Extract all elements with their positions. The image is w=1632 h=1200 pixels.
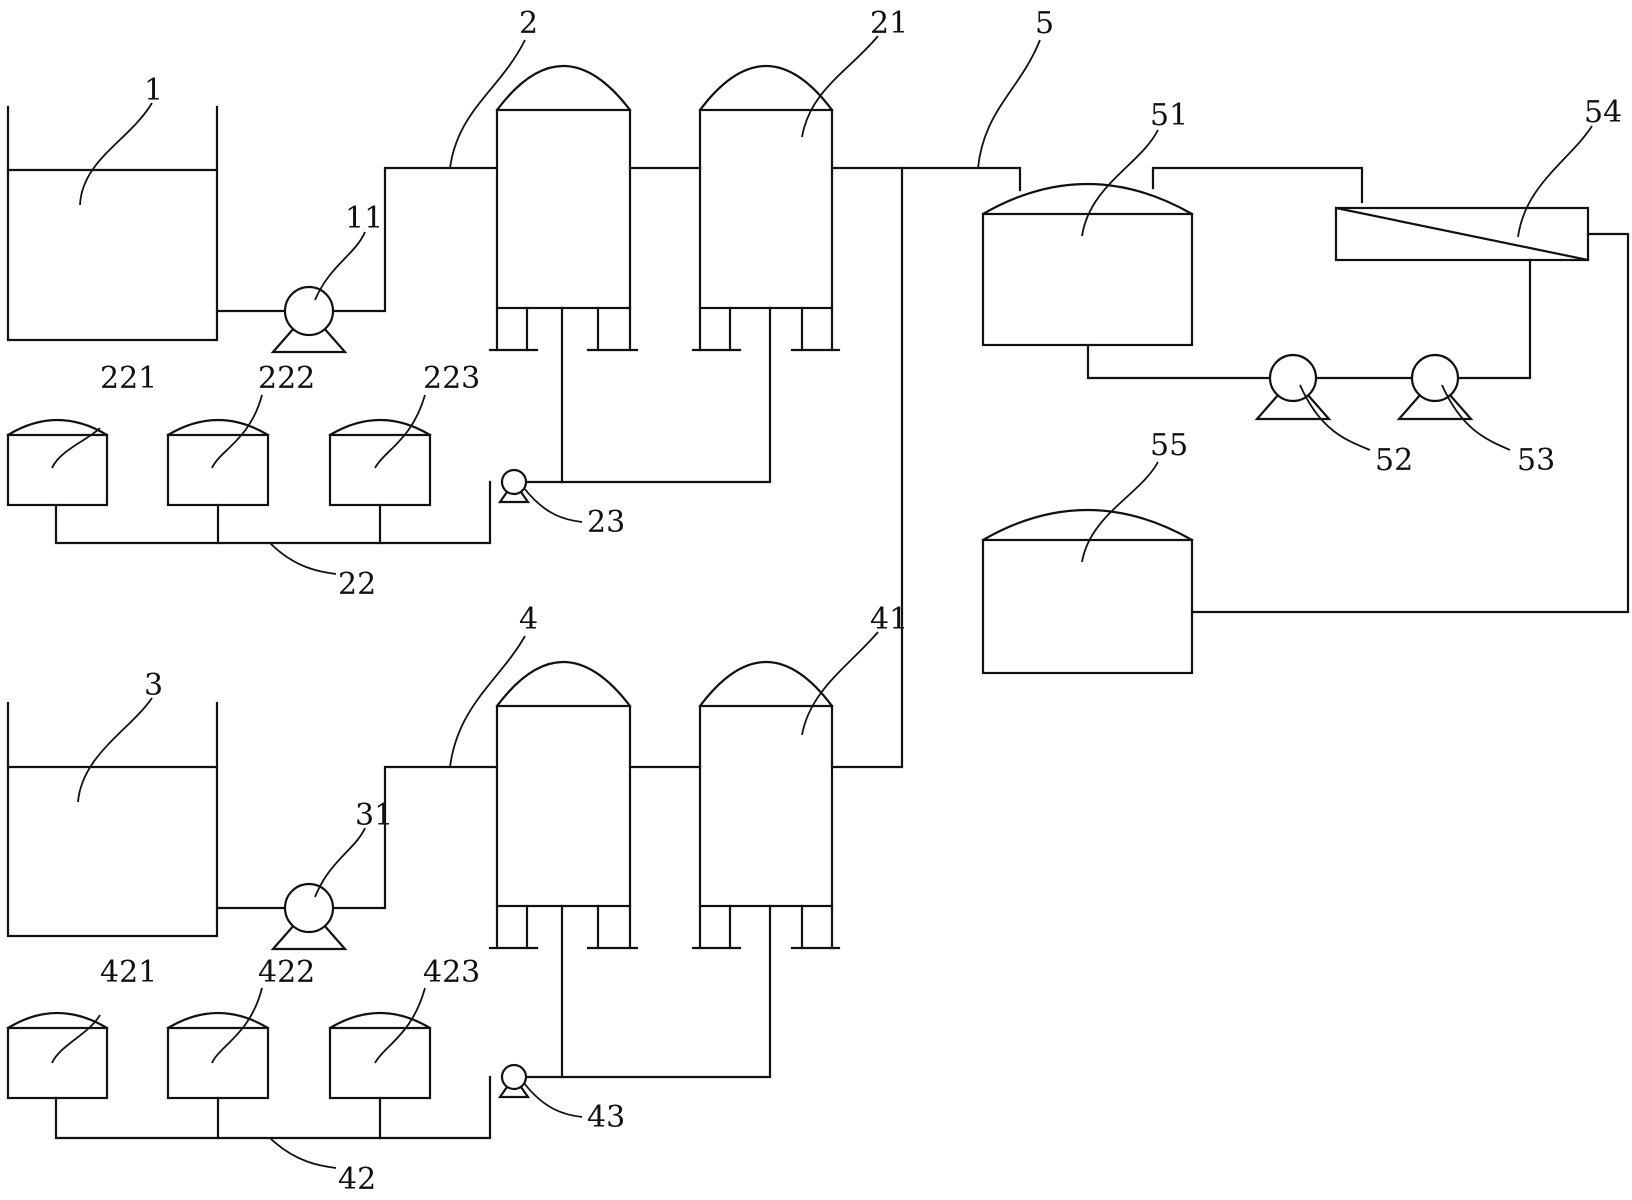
pump-52 [1254, 353, 1332, 421]
pipe-dosing-header-22 [54, 480, 492, 545]
leader-422 [211, 987, 263, 1064]
leader-1 [79, 102, 153, 206]
leader-5 [977, 39, 1041, 169]
leader-22 [269, 542, 337, 575]
label-54: 54 [1584, 95, 1622, 130]
leader-11 [314, 231, 366, 301]
label-222: 222 [258, 361, 315, 396]
label-423: 423 [423, 955, 480, 990]
dosing-tank-223 [328, 419, 432, 507]
leader-221 [51, 427, 101, 469]
label-22: 22 [338, 567, 376, 602]
leader-lines [51, 35, 1593, 1169]
pipe-column21-to-line5 [830, 166, 1022, 192]
leader-222 [211, 394, 263, 469]
label-52: 52 [1375, 443, 1413, 478]
leader-51 [1081, 129, 1159, 237]
unit-54 [1334, 206, 1590, 262]
leader-54 [1517, 125, 1593, 238]
label-221: 221 [100, 361, 157, 396]
label-422: 422 [258, 955, 315, 990]
reference-labels: 1 11 2 21 221 222 223 23 22 3 31 4 41 42… [100, 6, 1622, 1197]
pipe-unit54-to-tank55 [1190, 232, 1630, 614]
column-4 [488, 660, 639, 950]
label-41: 41 [870, 602, 908, 637]
label-21: 21 [870, 6, 908, 41]
leader-42 [269, 1137, 337, 1169]
leader-41 [801, 631, 879, 736]
label-53: 53 [1517, 443, 1555, 478]
leader-223 [374, 394, 426, 469]
column-41 [691, 660, 841, 950]
column-21 [691, 64, 841, 352]
dosing-tank-421 [6, 1012, 109, 1100]
pipe-dosing-header-42 [54, 1075, 492, 1140]
label-55: 55 [1150, 428, 1188, 463]
label-3: 3 [144, 668, 163, 703]
pipe-pump53-to-unit54 [1456, 258, 1532, 380]
leader-55 [1081, 461, 1159, 563]
pipe-pump31-to-line4 [331, 765, 499, 910]
column-2 [488, 64, 639, 352]
pipe-tank51-to-pumps [1086, 343, 1272, 380]
leader-423 [374, 987, 426, 1064]
label-223: 223 [423, 361, 480, 396]
leader-31 [314, 827, 366, 898]
leader-23 [523, 487, 583, 523]
leader-2 [449, 39, 526, 169]
label-1: 1 [144, 73, 163, 108]
label-23: 23 [587, 505, 625, 540]
label-42: 42 [338, 1162, 376, 1197]
pipe-column41-to-riser [830, 166, 904, 769]
pump-11 [270, 285, 348, 354]
tank-1 [6, 105, 219, 342]
pipe-column4-bottom-to-pump43 [560, 904, 772, 1079]
pipe-tank51-to-unit54 [1151, 166, 1364, 204]
label-2: 2 [519, 6, 538, 41]
pump-43 [497, 1063, 531, 1099]
leader-53 [1441, 384, 1511, 451]
pump-23 [497, 468, 531, 504]
leader-21 [801, 35, 879, 138]
label-11: 11 [345, 201, 383, 236]
label-31: 31 [355, 798, 393, 833]
leader-421 [51, 1014, 101, 1064]
dosing-tank-222 [166, 419, 270, 507]
tank-51 [981, 182, 1194, 347]
tank-3 [6, 701, 219, 938]
dosing-tank-422 [166, 1012, 270, 1100]
pump-31 [270, 882, 348, 951]
label-5: 5 [1035, 6, 1054, 41]
leader-4 [449, 635, 526, 768]
label-421: 421 [100, 955, 157, 990]
label-43: 43 [587, 1100, 625, 1135]
label-51: 51 [1150, 98, 1188, 133]
pipe-pump11-to-line2 [331, 166, 499, 313]
pipe-column2-bottom-to-pump23 [560, 306, 772, 484]
leader-43 [523, 1082, 583, 1118]
leader-3 [77, 697, 153, 803]
tank-55 [981, 508, 1194, 675]
leader-52 [1299, 384, 1371, 451]
label-4: 4 [519, 602, 538, 637]
dosing-tank-423 [328, 1012, 432, 1100]
pump-53 [1396, 353, 1474, 421]
dosing-tank-221 [6, 419, 109, 507]
